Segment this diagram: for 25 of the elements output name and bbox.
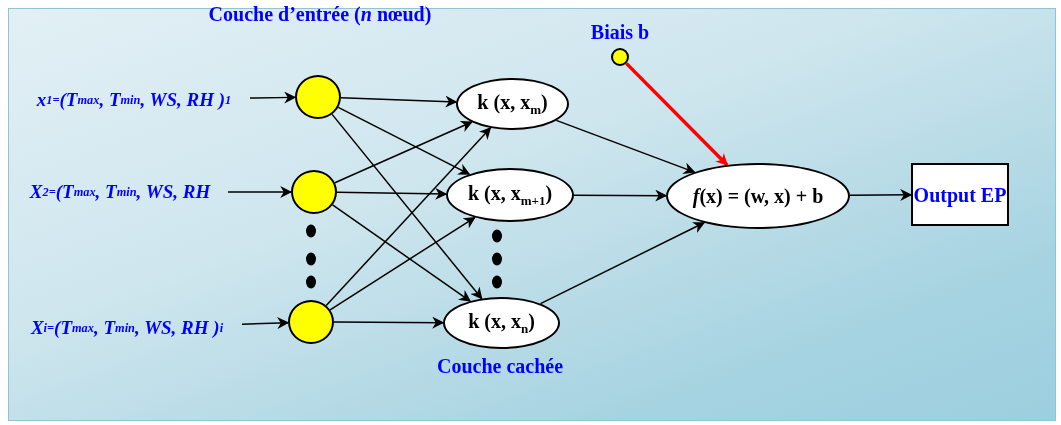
arrow [555, 119, 696, 174]
arrow [325, 127, 492, 307]
output-label: Output EP [913, 183, 1007, 206]
formula-text: k (x, x$_{n}$) [468, 309, 535, 337]
arrow [337, 106, 471, 175]
layer-caption: Couche d’entrée (n nœud) [207, 2, 433, 26]
arrow [539, 221, 706, 305]
arrow [329, 216, 476, 311]
arrow [331, 113, 483, 300]
arrow [573, 189, 668, 202]
layer-caption: Couche cachée [435, 354, 565, 378]
arrow [849, 188, 913, 201]
arrow [241, 317, 290, 330]
arrow [336, 187, 448, 200]
arrow [334, 120, 473, 184]
output-box [911, 163, 1009, 226]
arrow [333, 316, 445, 329]
arrow [331, 204, 472, 302]
arrow [340, 95, 458, 108]
formula-text: k (x, x$_{m}$) [477, 90, 548, 118]
formula-text: f(x) = (w, x) + b [692, 184, 824, 208]
arrow [227, 186, 293, 198]
arrow [249, 91, 297, 104]
bias-label: Biais b [589, 20, 651, 44]
formula-text: k (x, x$_{m+1}$) [467, 181, 553, 209]
